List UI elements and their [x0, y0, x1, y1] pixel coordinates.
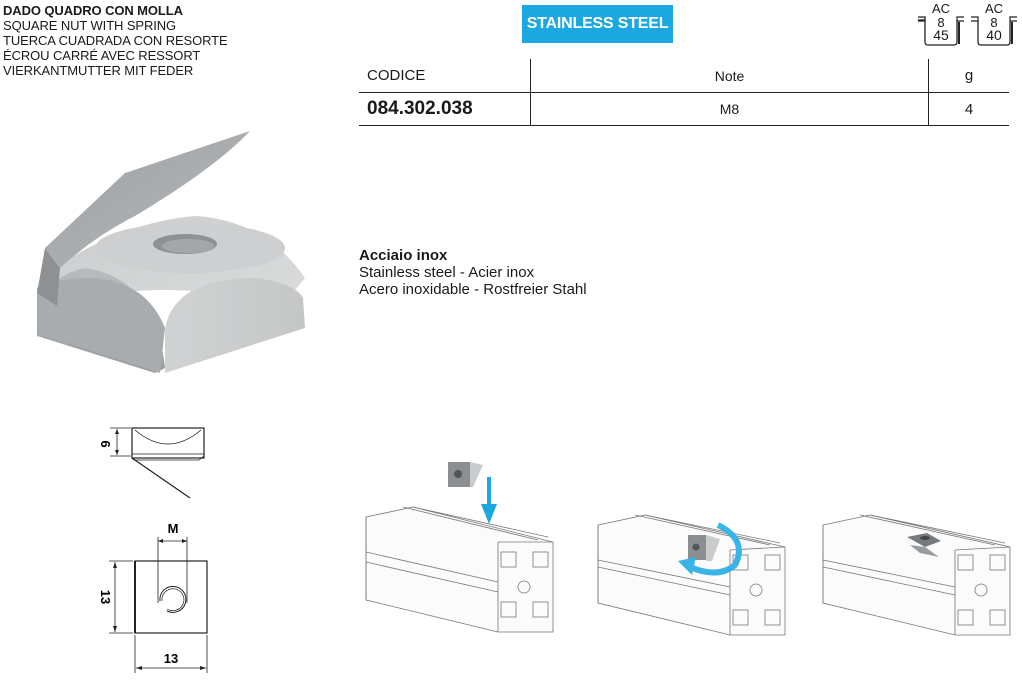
aluminium-profile-icon — [365, 506, 554, 633]
profile-size: 40 — [986, 27, 1002, 43]
locked-nut-icon — [907, 533, 941, 557]
cell-code: 084.302.038 — [359, 92, 531, 126]
profile-slot-icon-40: AC 8 40 — [970, 1, 1018, 46]
material-line-2: Acero inoxidable - Rostfreier Stahl — [359, 281, 587, 298]
table-row: 084.302.038 M8 4 — [359, 92, 1009, 126]
material-line-1: Stainless steel - Acier inox — [359, 264, 535, 281]
height-dimension-side: 6 — [98, 440, 113, 447]
product-table: CODICE Note g 084.302.038 M8 4 — [359, 59, 1009, 126]
height-dimension-top: 13 — [98, 590, 113, 604]
rotate-arrow-icon — [678, 522, 742, 576]
product-3d-render — [36, 131, 305, 373]
slot-profile-icon — [918, 16, 964, 46]
thread-dimension: M — [168, 521, 179, 536]
col-header-note: Note — [530, 59, 929, 93]
aluminium-profile-icon — [822, 514, 1011, 636]
material-description: Acciaio inox Stainless steel - Acier ino… — [359, 247, 587, 298]
profile-slot-icon-45: AC 8 45 — [917, 1, 965, 46]
col-header-code: CODICE — [359, 59, 531, 93]
side-view-drawing: 6 — [98, 427, 205, 499]
table-header-row: CODICE Note g — [359, 59, 1009, 93]
profile-label: AC — [931, 1, 951, 16]
nut-icon — [448, 462, 483, 487]
insert-arrow-icon — [481, 477, 497, 524]
assembly-step-1-insert — [365, 462, 554, 633]
aluminium-profile-icon — [597, 514, 786, 636]
profile-slot: 8 — [990, 15, 998, 30]
assembly-step-3-locked — [822, 514, 1011, 636]
title-spanish: TUERCA CUADRADA CON RESORTE — [3, 33, 228, 48]
product-title-block: DADO QUADRO CON MOLLA SQUARE NUT WITH SP… — [3, 3, 228, 78]
width-dimension: 13 — [164, 651, 178, 666]
material-badge: STAINLESS STEEL — [522, 5, 673, 43]
profile-size: 45 — [933, 27, 949, 43]
nut-icon — [688, 535, 720, 561]
title-german: VIERKANTMUTTER MIT FEDER — [3, 63, 194, 78]
profile-label: AC — [984, 1, 1004, 16]
title-french: ÉCROU CARRÉ AVEC RESSORT — [3, 48, 201, 63]
profile-slot: 8 — [937, 15, 945, 30]
top-view-drawing: M 13 13 — [98, 521, 208, 673]
cell-weight: 4 — [928, 92, 1009, 126]
title-english: SQUARE NUT WITH SPRING — [3, 18, 177, 33]
material-title: Acciaio inox — [359, 247, 448, 264]
cell-note: M8 — [530, 92, 929, 126]
assembly-step-2-rotate — [597, 514, 786, 636]
col-header-weight: g — [928, 59, 1009, 93]
title-italian: DADO QUADRO CON MOLLA — [3, 3, 183, 18]
slot-profile-icon — [971, 16, 1017, 46]
